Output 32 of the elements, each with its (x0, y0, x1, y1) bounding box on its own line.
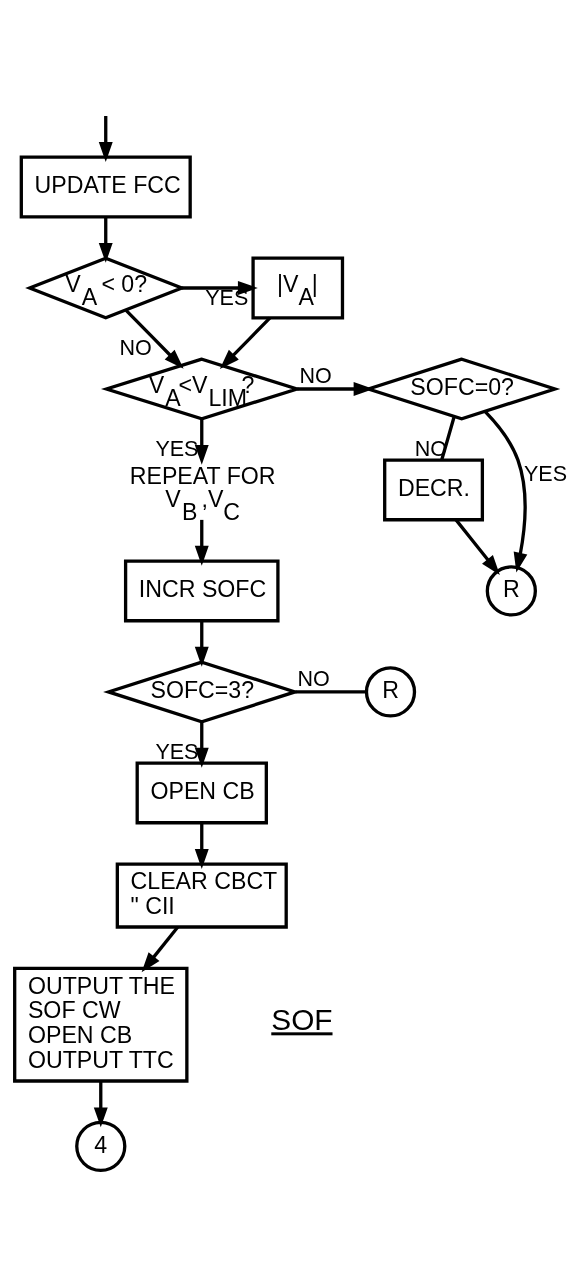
node-box: CLEAR CBCT " CII (115, 862, 288, 929)
node-box: OPEN CB (135, 761, 268, 825)
node-box: UPDATE FCC (19, 155, 192, 219)
arrow (194, 721, 209, 768)
node-box: INCR SOFC (123, 559, 280, 623)
connector (440, 416, 456, 461)
arrow (194, 822, 209, 869)
edge-label: YES (155, 739, 199, 764)
node-circle: R (364, 666, 417, 718)
arrow (194, 418, 209, 465)
node-box: DECR. (383, 458, 485, 522)
arrow (454, 518, 500, 575)
node-circle: 4 (75, 1120, 127, 1173)
arrow (484, 410, 528, 573)
arrow (194, 519, 209, 566)
label: SOF (271, 1003, 333, 1037)
arrow (141, 926, 180, 973)
edge-label: YES (155, 436, 199, 461)
arrow (219, 316, 272, 369)
edge-label: NO (297, 666, 330, 691)
edge-label: NO (299, 364, 332, 389)
arrow (93, 1081, 108, 1128)
connector (295, 690, 366, 694)
edge-label: YES (523, 461, 568, 486)
arrow (98, 216, 113, 263)
node-circle: R (485, 565, 537, 617)
arrow (124, 309, 184, 369)
arrow (181, 281, 258, 295)
node-box: OUTPUT THE SOF CW OPEN CB OUTPUT TTC (13, 966, 189, 1083)
edge-label: NO (119, 335, 152, 360)
arrow (194, 620, 209, 667)
arrow (98, 116, 113, 162)
